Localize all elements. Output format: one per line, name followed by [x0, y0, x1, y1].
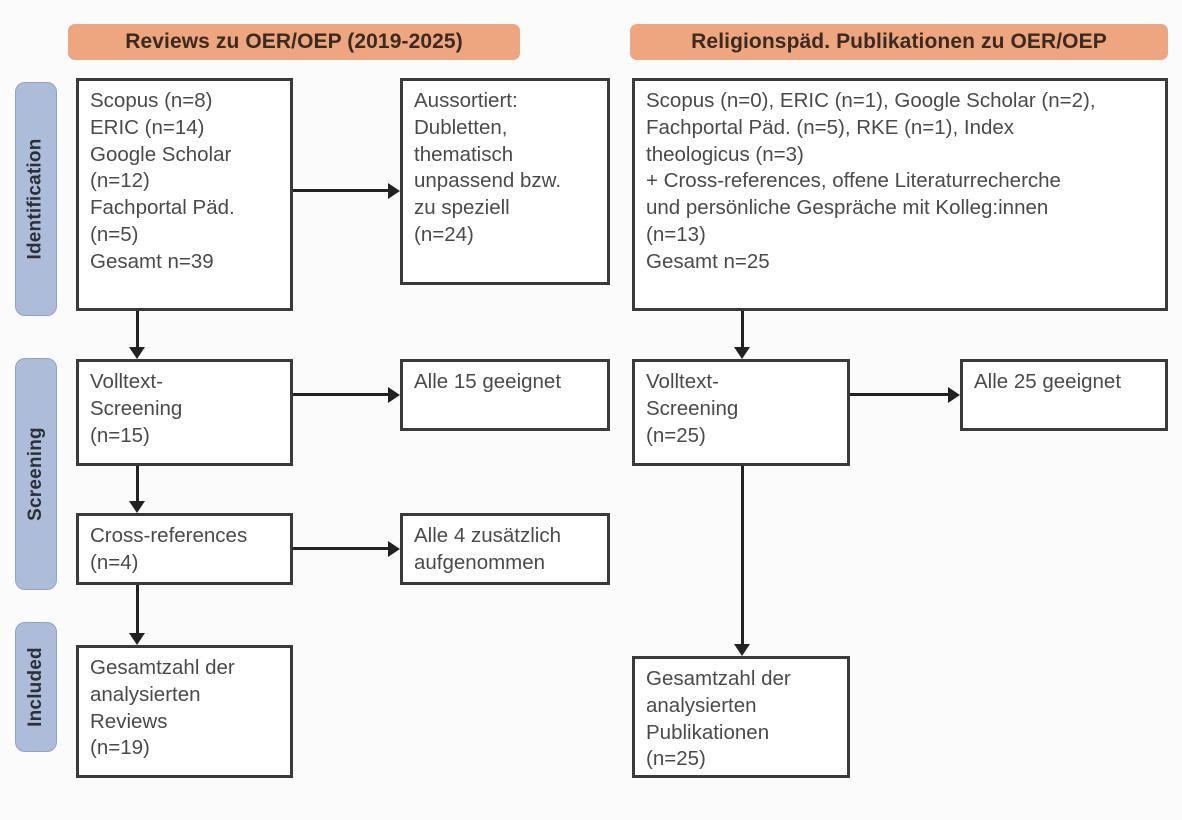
box-line: (n=25): [646, 423, 706, 447]
box-line: analysierten: [90, 682, 201, 706]
box-line: (n=25): [646, 747, 706, 771]
box-right-fulltext-screening: Volltext- Screening (n=25): [632, 359, 850, 466]
connector-left-screening-to-result: [293, 393, 388, 396]
box-line: zu speziell: [414, 196, 510, 219]
box-left-identification-sources: Scopus (n=8) ERIC (n=14) Google Scholar …: [76, 78, 293, 311]
connector-left-identification-to-screening: [136, 311, 139, 349]
box-line: Alle 4 zusätzlich: [414, 524, 561, 547]
arrowhead-left-crossrefs-to-result: [388, 541, 400, 557]
arrowhead-left-identification-to-screening: [129, 347, 145, 359]
box-line: Google Scholar: [90, 142, 232, 166]
banner-left-label: Reviews zu OER/OEP (2019-2025): [125, 30, 463, 53]
box-line: Fachportal Päd. (n=5), RKE (n=1), Index: [646, 115, 1015, 139]
box-line: Screening: [646, 396, 739, 420]
box-line: unpassend bzw.: [414, 169, 562, 193]
stage-label-identification: Identification: [25, 138, 46, 260]
arrowhead-left-identification-to-excluded: [388, 183, 400, 199]
connector-left-identification-to-excluded: [293, 189, 388, 192]
banner-left-column: Reviews zu OER/OEP (2019-2025): [68, 24, 520, 60]
box-line: Aussortiert:: [414, 89, 518, 112]
stage-pill-identification: Identification: [15, 82, 57, 316]
box-line: theologicus (n=3): [646, 142, 804, 166]
box-line: (n=19): [90, 736, 150, 760]
box-line: Reviews: [90, 709, 168, 733]
box-line: (n=5): [90, 222, 139, 246]
box-line: thematisch: [414, 142, 514, 166]
stage-pill-screening: Screening: [15, 358, 57, 590]
connector-right-screening-to-result: [850, 393, 948, 396]
box-line: (n=12): [90, 169, 150, 193]
box-line: ERIC (n=14): [90, 115, 205, 139]
box-line: Alle 15 geeignet: [414, 370, 562, 393]
box-line: Dubletten,: [414, 115, 508, 139]
banner-right-column: Religionspäd. Publikationen zu OER/OEP: [630, 24, 1168, 60]
connector-right-screening-to-included: [741, 466, 744, 646]
arrowhead-left-screening-to-crossrefs: [129, 501, 145, 513]
connector-left-crossrefs-to-included: [136, 585, 139, 635]
box-line: (n=4): [90, 550, 139, 574]
arrowhead-right-screening-to-result: [948, 387, 960, 403]
box-line: Gesamtzahl der: [90, 656, 235, 679]
box-line: Volltext-: [90, 370, 163, 393]
box-left-included-total: Gesamtzahl der analysierten Reviews (n=1…: [76, 645, 293, 778]
stage-label-included: Included: [25, 647, 46, 727]
banner-right-label: Religionspäd. Publikationen zu OER/OEP: [691, 30, 1107, 53]
box-line: Gesamt n=25: [646, 249, 770, 273]
box-left-cross-references-result: Alle 4 zusätzlich aufgenommen: [400, 513, 610, 585]
box-left-cross-references: Cross-references (n=4): [76, 513, 293, 585]
box-right-identification-sources: Scopus (n=0), ERIC (n=1), Google Scholar…: [632, 78, 1168, 311]
box-line: Gesamt n=39: [90, 249, 214, 273]
box-line: analysierten: [646, 693, 757, 717]
arrowhead-left-screening-to-result: [388, 387, 400, 403]
connector-left-screening-to-crossrefs: [136, 466, 139, 503]
box-line: (n=24): [414, 222, 474, 246]
box-line: Fachportal Päd.: [90, 196, 235, 219]
box-line: Scopus (n=0), ERIC (n=1), Google Scholar…: [646, 89, 1096, 112]
box-left-fulltext-screening: Volltext- Screening (n=15): [76, 359, 293, 466]
box-right-screening-result: Alle 25 geeignet: [960, 359, 1168, 431]
box-line: Screening: [90, 396, 183, 420]
box-line: Scopus (n=8): [90, 89, 213, 112]
box-right-included-total: Gesamtzahl der analysierten Publikatione…: [632, 656, 850, 778]
box-line: Volltext-: [646, 370, 719, 393]
connector-left-crossrefs-to-result: [293, 547, 388, 550]
box-line: aufgenommen: [414, 550, 546, 574]
box-line: Publikationen: [646, 720, 770, 744]
connector-right-identification-to-screening: [741, 311, 744, 349]
box-line: + Cross-references, offene Literaturrech…: [646, 169, 1061, 193]
stage-label-screening: Screening: [25, 427, 47, 521]
arrowhead-right-screening-to-included: [734, 644, 750, 656]
box-left-excluded: Aussortiert: Dubletten, thematisch unpas…: [400, 78, 610, 285]
arrowhead-right-identification-to-screening: [734, 347, 750, 359]
arrowhead-left-crossrefs-to-included: [129, 633, 145, 645]
box-line: (n=15): [90, 423, 150, 447]
box-line: Cross-references: [90, 524, 248, 547]
box-line: und persönliche Gespräche mit Kolleg:inn…: [646, 196, 1049, 219]
box-line: (n=13): [646, 222, 706, 246]
stage-pill-included: Included: [15, 622, 57, 752]
box-line: Alle 25 geeignet: [974, 370, 1122, 393]
box-left-screening-result: Alle 15 geeignet: [400, 359, 610, 431]
box-line: Gesamtzahl der: [646, 667, 791, 690]
